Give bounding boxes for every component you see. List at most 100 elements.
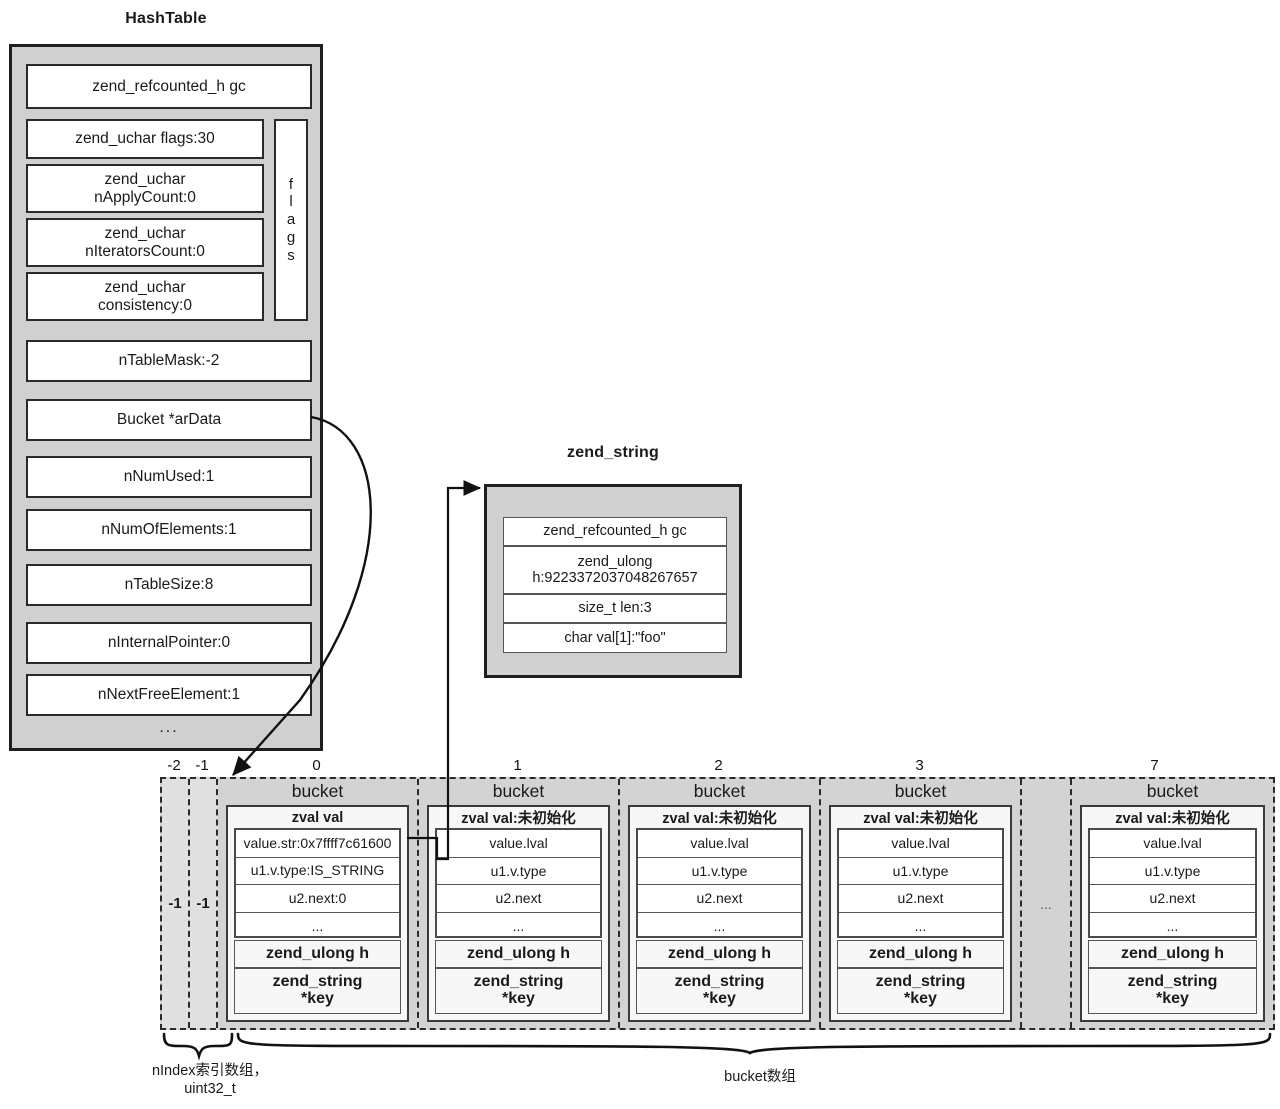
zval-row-value-str: value.str:0x7ffff7c61600	[236, 830, 399, 858]
bucket-index-1: 1	[513, 757, 522, 774]
zval-row-ellipsis-2: ...	[713, 918, 726, 935]
bucket-cell-0: bucket zval val value.str:0x7ffff7c61600…	[218, 779, 419, 1028]
bucket-index-7: 7	[1150, 757, 1159, 774]
ht-field-napplycount: zend_uchar nApplyCount:0	[26, 164, 264, 213]
bucket-label-2: bucket	[693, 781, 746, 801]
nindex-cell--1: -1	[190, 779, 218, 1028]
zval-row-u2-next-7: u2.next	[1090, 885, 1255, 913]
ht-field-nnumused: nNumUsed:1	[26, 456, 312, 498]
flags-letter-l: l	[289, 193, 293, 211]
zval-row-u2-next-3: u2.next	[839, 885, 1002, 913]
ht-field-nnumofelements: nNumOfElements:1	[26, 509, 312, 551]
zval-row-u1-type-3: u1.v.type	[839, 858, 1002, 885]
zval-row-ellipsis-7: ...	[1166, 918, 1179, 935]
bucket-label-1: bucket	[492, 781, 545, 801]
zval-row-value-lval-2: value.lval	[638, 830, 801, 858]
ht-field-ninternalpointer: nInternalPointer:0	[26, 622, 312, 664]
bucket-cell-3: bucket zval val:未初始化 value.lval u1.v.typ…	[821, 779, 1022, 1028]
bucket-inner-7: zval val:未初始化 value.lval u1.v.type u2.ne…	[1080, 805, 1265, 1022]
zval-head-2: zval val:未初始化	[630, 807, 809, 828]
flags-letter-a: a	[286, 211, 296, 229]
hashtable-struct: zend_refcounted_h gc zend_uchar flags:30…	[9, 44, 323, 751]
bucket-label-0: bucket	[291, 781, 344, 801]
bucket-label-3: bucket	[894, 781, 947, 801]
zval-head-3: zval val:未初始化	[831, 807, 1010, 828]
bucket-cell-1: bucket zval val:未初始化 value.lval u1.v.typ…	[419, 779, 620, 1028]
ht-field-niteratorscount: zend_uchar nIteratorsCount:0	[26, 218, 264, 267]
bucket-label-7: bucket	[1146, 781, 1199, 801]
bucket-tail-7: zend_ulong h zend_string *key	[1088, 940, 1257, 1018]
ht-ellipsis: ...	[159, 719, 179, 736]
flags-letter-f: f	[288, 175, 294, 193]
zval-box-2: value.lval u1.v.type u2.next ...	[636, 828, 803, 938]
tail-h-0: zend_ulong h	[234, 940, 401, 968]
zval-box-0: value.str:0x7ffff7c61600 u1.v.type:IS_ST…	[234, 828, 401, 938]
bucket-tail-2: zend_ulong h zend_string *key	[636, 940, 803, 1018]
zval-box-7: value.lval u1.v.type u2.next ...	[1088, 828, 1257, 938]
zval-row-u2-next-2: u2.next	[638, 885, 801, 913]
bucket-index-0: 0	[312, 757, 321, 774]
bucket-index-3: 3	[915, 757, 924, 774]
nindex-cell--2: -1	[162, 779, 190, 1028]
bucket-array-strip: -1 -1 bucket zval val value.str:0x7ffff7…	[160, 777, 1275, 1030]
bucket-index-2: 2	[714, 757, 723, 774]
bucket-gap-ellipsis: ...	[1022, 779, 1072, 1028]
tail-h-1: zend_ulong h	[435, 940, 602, 968]
bucket-tail-3: zend_ulong h zend_string *key	[837, 940, 1004, 1018]
tail-h-7: zend_ulong h	[1088, 940, 1257, 968]
tail-key-2: zend_string *key	[636, 968, 803, 1014]
bucket-cell-7: bucket zval val:未初始化 value.lval u1.v.typ…	[1072, 779, 1273, 1028]
tail-key-3: zend_string *key	[837, 968, 1004, 1014]
zval-row-u1-type: u1.v.type:IS_STRING	[236, 858, 399, 885]
bucket-inner-0: zval val value.str:0x7ffff7c61600 u1.v.t…	[226, 805, 409, 1022]
bucket-tail-1: zend_ulong h zend_string *key	[435, 940, 602, 1018]
bucket-inner-2: zval val:未初始化 value.lval u1.v.type u2.ne…	[628, 805, 811, 1022]
nindex-brace	[162, 1032, 234, 1061]
zval-head-1: zval val:未初始化	[429, 807, 608, 828]
nindex-label--2: -2	[167, 757, 181, 774]
ht-field-ntablesize: nTableSize:8	[26, 564, 312, 606]
tail-h-3: zend_ulong h	[837, 940, 1004, 968]
bucket-cell-2: bucket zval val:未初始化 value.lval u1.v.typ…	[620, 779, 821, 1028]
zs-field-len: size_t len:3	[503, 594, 727, 623]
zval-head-7: zval val:未初始化	[1082, 807, 1263, 828]
zs-field-h: zend_ulong h:9223372037048267657	[503, 546, 727, 594]
zs-field-val: char val[1]:"foo"	[503, 623, 727, 653]
tail-key-7: zend_string *key	[1088, 968, 1257, 1014]
ht-field-ntablemask: nTableMask:-2	[26, 340, 312, 382]
nindex-label--1: -1	[195, 757, 209, 774]
ht-field-ardata: Bucket *arData	[26, 399, 312, 441]
zval-row-u2-next-1: u2.next	[437, 885, 600, 913]
tail-key-1: zend_string *key	[435, 968, 602, 1014]
ht-field-nnextfreeelement: nNextFreeElement:1	[26, 674, 312, 716]
tail-key-0: zend_string *key	[234, 968, 401, 1014]
bucket-array-brace	[236, 1032, 1272, 1055]
bucket-inner-3: zval val:未初始化 value.lval u1.v.type u2.ne…	[829, 805, 1012, 1022]
ht-field-gc: zend_refcounted_h gc	[26, 64, 312, 109]
zval-row-ellipsis-3: ...	[914, 918, 927, 935]
tail-h-2: zend_ulong h	[636, 940, 803, 968]
nindex-caption: nIndex索引数组， uint32_t	[151, 1063, 269, 1098]
ht-field-flags: zend_uchar flags:30	[26, 119, 264, 159]
flags-letter-s: s	[287, 246, 295, 264]
zend-string-struct: zend_refcounted_h gc zend_ulong h:922337…	[484, 484, 742, 678]
zval-row-value-lval-3: value.lval	[839, 830, 1002, 858]
zval-row-value-lval-1: value.lval	[437, 830, 600, 858]
bucket-inner-1: zval val:未初始化 value.lval u1.v.type u2.ne…	[427, 805, 610, 1022]
zval-row-ellipsis-1: ...	[512, 918, 525, 935]
zval-box-1: value.lval u1.v.type u2.next ...	[435, 828, 602, 938]
zval-row-u1-type-2: u1.v.type	[638, 858, 801, 885]
zval-box-3: value.lval u1.v.type u2.next ...	[837, 828, 1004, 938]
bucket-tail-0: zend_ulong h zend_string *key	[234, 940, 401, 1018]
flags-letter-g: g	[286, 228, 296, 246]
zval-row-ellipsis: ...	[311, 918, 324, 935]
hashtable-title: HashTable	[125, 10, 207, 27]
bucket-array-caption: bucket数组	[724, 1069, 796, 1085]
zs-field-gc: zend_refcounted_h gc	[503, 517, 727, 546]
zend-string-title: zend_string	[567, 444, 659, 461]
zval-row-u2-next: u2.next:0	[236, 885, 399, 913]
zval-row-value-lval-7: value.lval	[1090, 830, 1255, 858]
zval-row-u1-type-7: u1.v.type	[1090, 858, 1255, 885]
zval-row-u1-type-1: u1.v.type	[437, 858, 600, 885]
flags-group-label: f l a g s	[274, 119, 308, 321]
